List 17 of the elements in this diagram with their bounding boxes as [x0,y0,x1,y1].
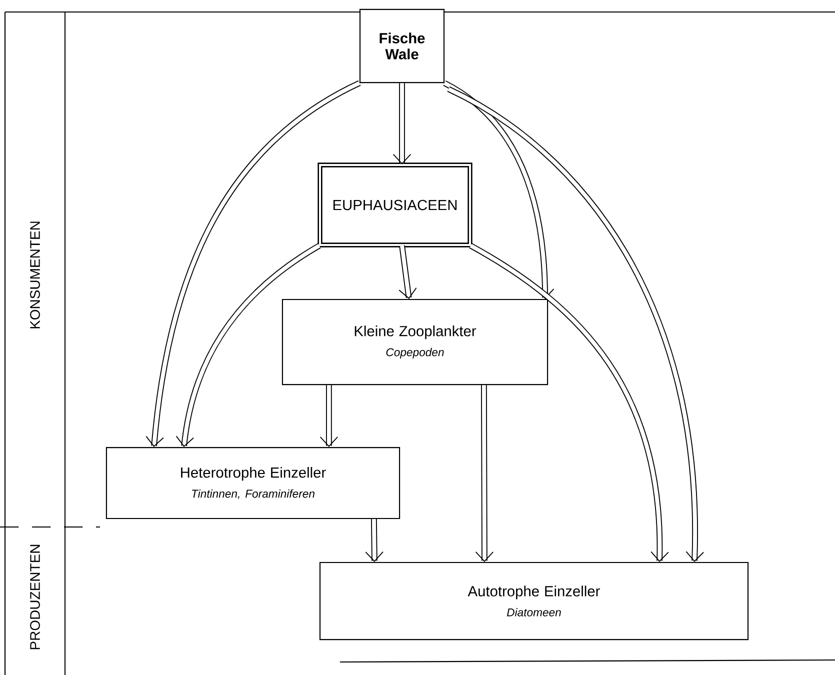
arrow [146,80,361,447]
box: Fische Wale [359,8,445,84]
section-label: PRODUZENTEN [30,544,40,650]
arrow [447,86,704,562]
arrow [392,83,412,164]
arrow [176,243,321,447]
arrow [398,245,417,299]
arrow [475,385,494,562]
arrow [443,80,554,299]
box: EUPHAUSIACEEN [318,162,472,248]
arrow [320,385,338,448]
section-label: KONSUMENTEN [30,222,40,328]
box: Kleine Zooplankter Copepoden [282,298,548,386]
box: Autotrophe Einzeller Diatomeen [319,562,749,640]
arrow [469,243,669,562]
box: Heterotrophe Einzeller Tintinnen, Foraminiferen [106,447,400,519]
arrow [365,518,384,562]
